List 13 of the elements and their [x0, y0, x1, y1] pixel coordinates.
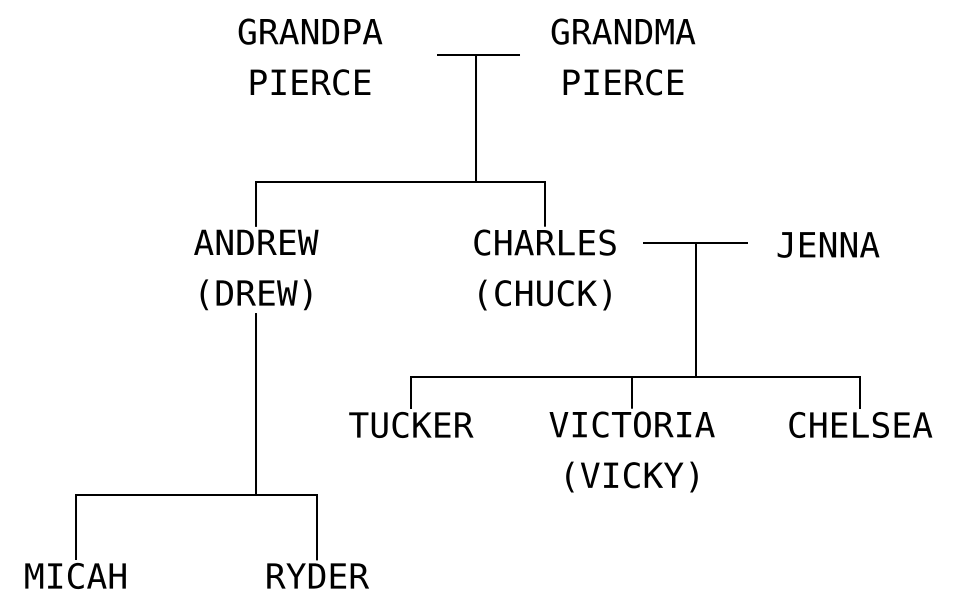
descent-line: [255, 313, 318, 560]
person-name: GRANDPA PIERCE: [238, 18, 382, 96]
person-name: RYDER: [267, 563, 370, 589]
descent-line: [475, 54, 546, 227]
descent-line: [695, 242, 861, 409]
person-name: VICTORIA (VICKY): [549, 412, 715, 492]
person-name: MICAH: [25, 562, 126, 590]
person-name: GRANDMA PIERCE: [552, 18, 696, 96]
person-name: TUCKER: [349, 412, 474, 438]
person-name: CHELSEA: [789, 412, 932, 438]
person-name: ANDREW (DREW): [194, 230, 319, 310]
person-name: JENNA: [778, 232, 880, 258]
person-name: CHARLES (CHUCK): [474, 230, 616, 310]
